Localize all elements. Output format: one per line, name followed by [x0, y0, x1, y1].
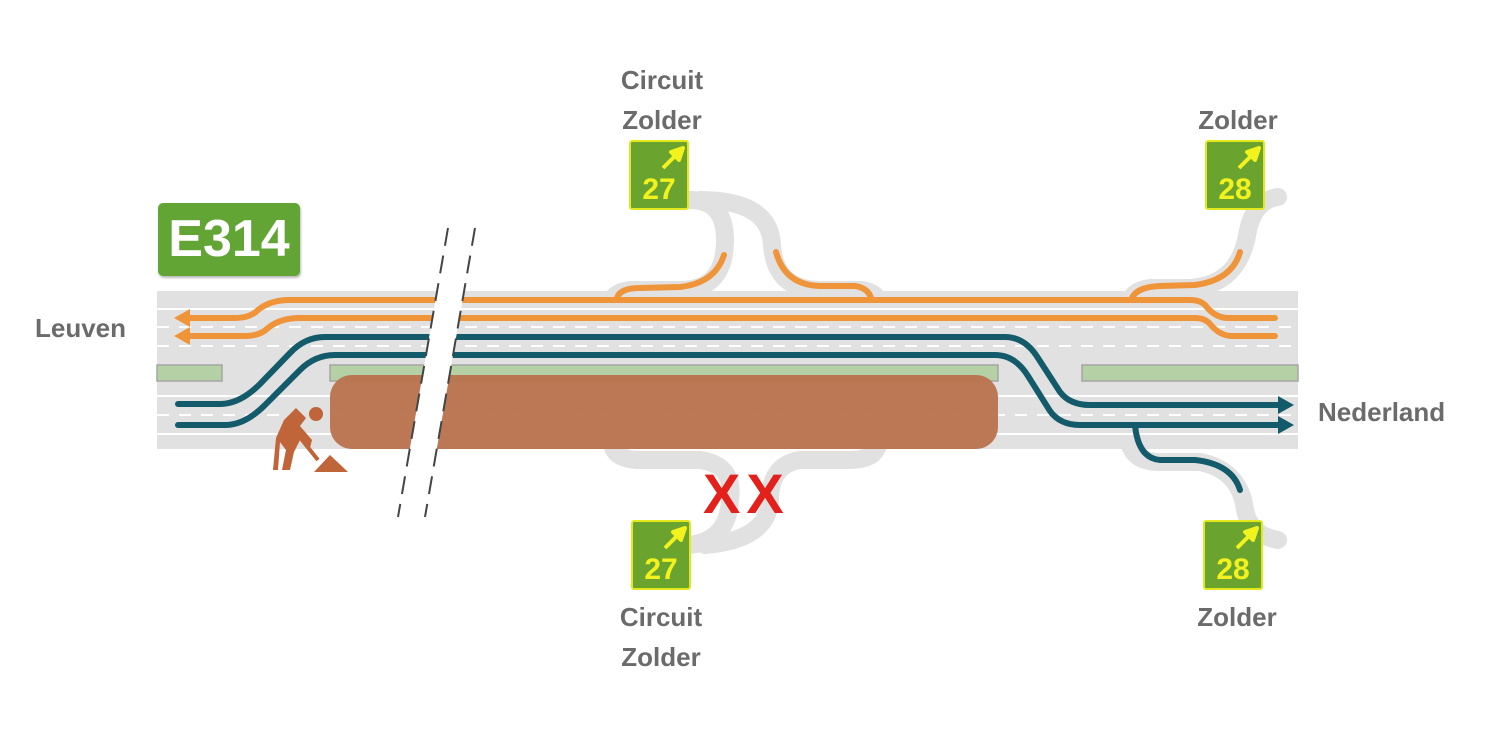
roadworks-icon — [273, 407, 348, 472]
exit-28-south-label: Zolder — [1197, 602, 1277, 632]
eastbound-route-2 — [175, 352, 1283, 428]
direction-label-west: Leuven — [35, 313, 127, 343]
westbound-arrows — [174, 309, 190, 345]
exit-28-south-route — [1132, 422, 1243, 493]
exit-number: 27 — [644, 553, 678, 586]
exit-27-north-label: Circuit Zolder — [621, 60, 703, 140]
exit-number: 27 — [642, 173, 676, 206]
arrow-up-right-icon — [1237, 146, 1261, 170]
exit-name-line1: Circuit — [620, 65, 704, 95]
exit-sign-27-north: 27 — [629, 140, 689, 210]
break-lines — [397, 227, 476, 518]
arrow-right-icon — [1278, 396, 1294, 414]
ramp-27-south-entry — [696, 436, 887, 554]
route-sign-e314: E314 — [158, 203, 300, 276]
westbound-routes — [179, 249, 1278, 339]
eastbound-route-1 — [175, 334, 1283, 408]
westbound-route-1 — [179, 297, 1278, 321]
exit-name-line2: Zolder — [621, 642, 701, 672]
westbound-route-2 — [179, 315, 1278, 339]
exit-28-north-label: Zolder — [1198, 105, 1278, 135]
closed-ramp-marker: XX — [703, 462, 790, 525]
exit-27-north-route — [614, 252, 727, 301]
exit-name-line2: Zolder — [622, 105, 702, 135]
works-zone — [330, 375, 998, 449]
ramp-27-south-exit — [603, 436, 740, 554]
arrow-left-icon — [174, 327, 190, 345]
arrow-up-right-icon — [663, 526, 687, 550]
arrow-left-icon — [174, 309, 190, 327]
exit-28-north-route — [1129, 249, 1243, 301]
exit-number: 28 — [1216, 553, 1250, 586]
exit-sign-28-south: 28 — [1203, 520, 1263, 590]
distance-break — [398, 228, 475, 517]
eastbound-arrows — [1278, 396, 1294, 434]
exit-number: 28 — [1218, 173, 1252, 206]
exit-sign-28-north: 28 — [1205, 140, 1265, 210]
arrow-right-icon — [1278, 416, 1294, 434]
exit-name-line1: Circuit — [619, 602, 703, 632]
exit-27-south-label: Circuit Zolder — [620, 597, 702, 677]
arrow-up-right-icon — [1235, 526, 1259, 550]
entry-27-north-route — [773, 249, 874, 301]
arrow-up-right-icon — [661, 146, 685, 170]
eastbound-routes — [175, 334, 1283, 493]
direction-label-east: Nederland — [1318, 397, 1446, 427]
exit-sign-27-south: 27 — [631, 520, 691, 590]
